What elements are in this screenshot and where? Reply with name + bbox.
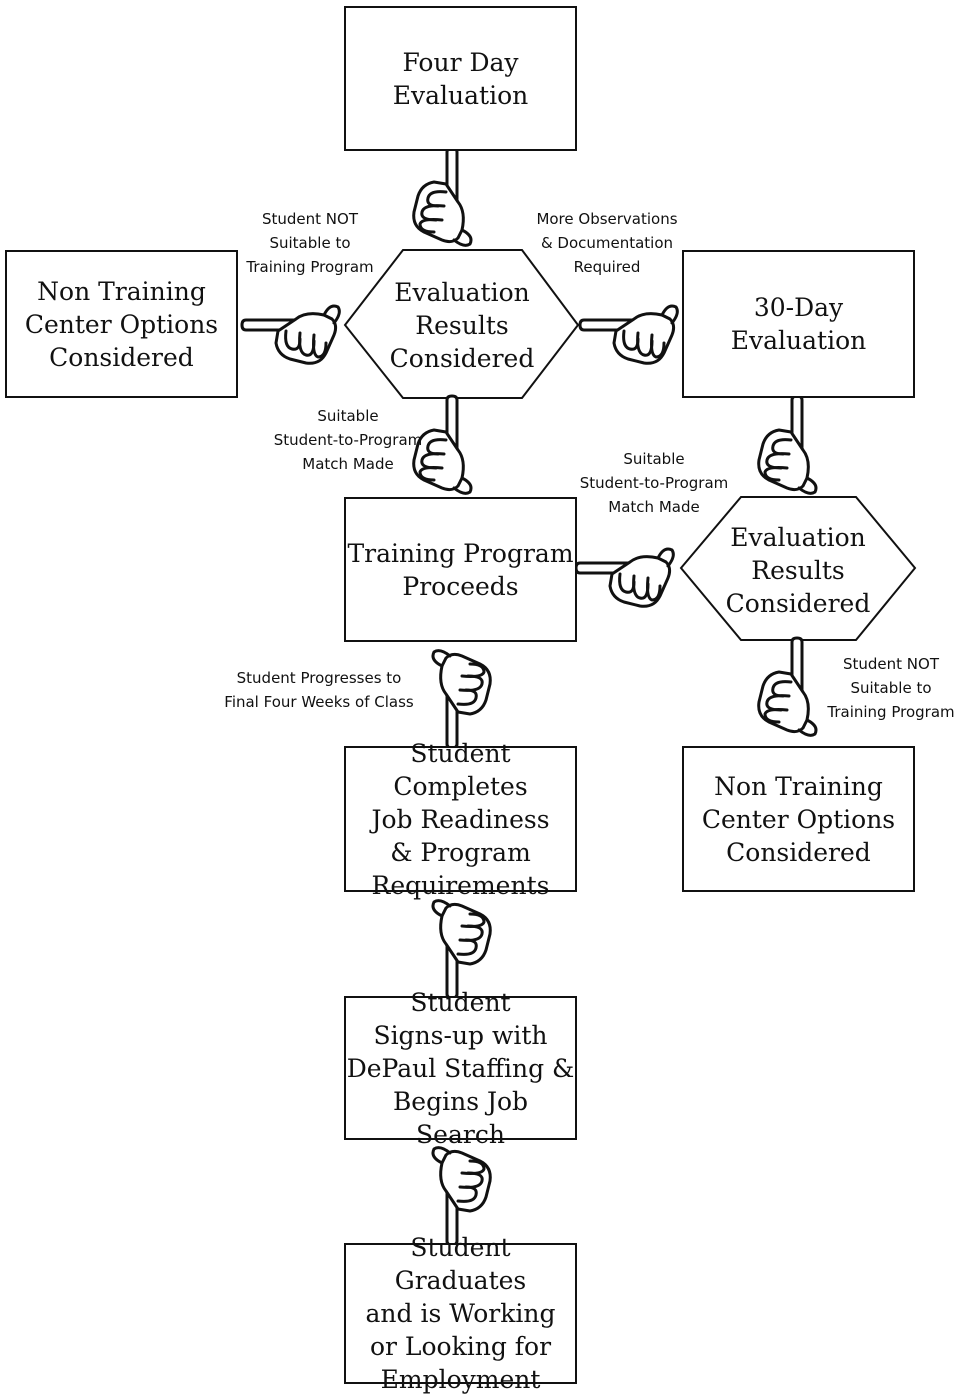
thirty-day-evaluation-box: 30-Day Evaluation — [682, 250, 915, 398]
completes-requirements-box: Student Completes Job Readiness & Progra… — [344, 739, 577, 900]
label-not-suitable-1: Student NOT Suitable to Training Program — [246, 210, 374, 276]
label-suitable-match-2: Suitable Student-to-Program Match Made — [579, 450, 729, 516]
decision-hexagon-1 — [343, 249, 580, 399]
non-training-options-text-1: Non Training Center Options Considered — [24, 276, 219, 372]
hand-left-to-training-proceeds — [574, 547, 675, 608]
non-training-options-box-1: Non Training Center Options Considered — [5, 250, 238, 398]
training-program-proceeds-text: Training Program Proceeds — [347, 538, 574, 601]
hand-up-to-thirty-day — [757, 394, 818, 495]
graduates-box: Student Graduates and is Working or Look… — [344, 1233, 577, 1394]
hand-down-to-completes — [431, 649, 492, 750]
label-more-observations: More Observations & Documentation Requir… — [536, 210, 678, 276]
evaluation-results-text-1: Evaluation Results Considered — [389, 277, 535, 373]
decision-hexagon-2 — [679, 496, 917, 641]
hand-down-to-signs-up — [431, 899, 492, 1000]
hand-up-to-eval-1 — [412, 394, 473, 495]
hand-up-to-eval-2 — [757, 636, 818, 737]
signs-up-box: Student Signs-up with DePaul Staffing & … — [344, 988, 577, 1149]
non-training-options-text-2: Non Training Center Options Considered — [701, 771, 896, 867]
hand-left-to-non-training-1 — [240, 304, 341, 365]
evaluation-results-text-2: Evaluation Results Considered — [725, 522, 871, 618]
hand-up-to-four-day — [412, 146, 473, 247]
four-day-evaluation-box: Four Day Evaluation — [344, 6, 577, 151]
completes-requirements-text: Student Completes Job Readiness & Progra… — [371, 738, 550, 900]
thirty-day-evaluation-text: 30-Day Evaluation — [730, 293, 867, 355]
four-day-evaluation-text: Four Day Evaluation — [392, 47, 529, 110]
non-training-options-box-2: Non Training Center Options Considered — [682, 746, 915, 892]
label-student-progresses: Student Progresses to Final Four Weeks o… — [224, 669, 414, 711]
label-suitable-match-1: Suitable Student-to-Program Match Made — [273, 407, 423, 473]
training-program-proceeds-box: Training Program Proceeds — [344, 497, 577, 642]
graduates-text: Student Graduates and is Working or Look… — [365, 1233, 556, 1394]
label-not-suitable-2: Student NOT Suitable to Training Program — [827, 655, 955, 721]
hand-down-to-graduates — [431, 1146, 492, 1247]
hand-left-to-eval-1 — [578, 304, 679, 365]
pointing-hands — [240, 146, 818, 1247]
signs-up-text: Student Signs-up with DePaul Staffing & … — [346, 987, 575, 1149]
